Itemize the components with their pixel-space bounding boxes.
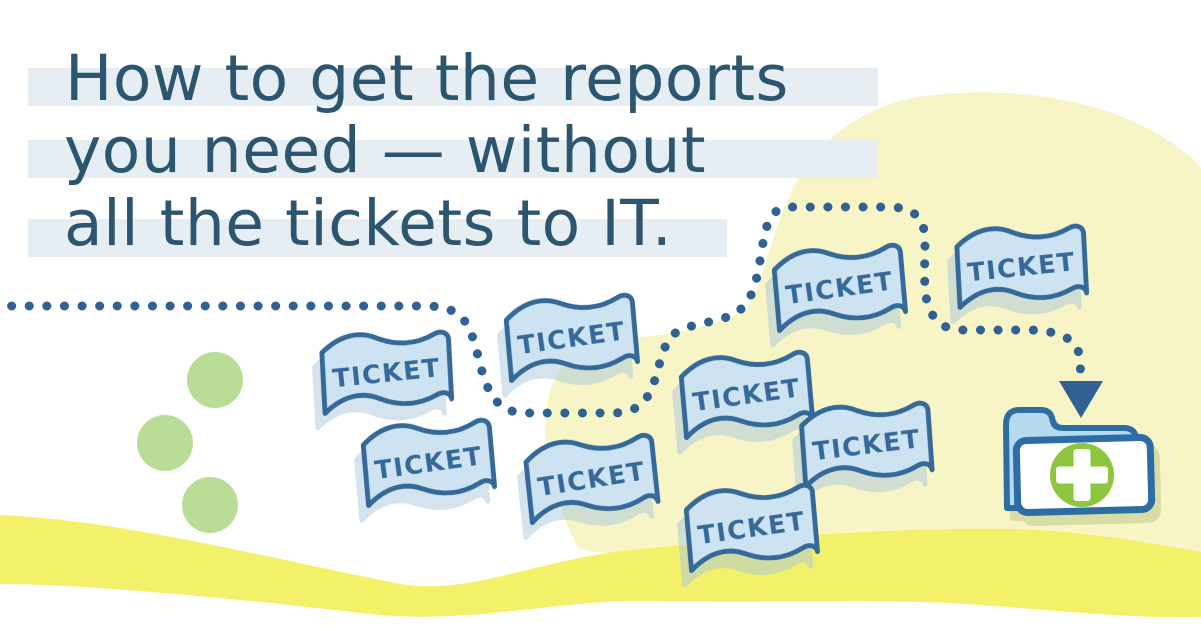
- green-dot: [182, 477, 238, 533]
- headline-highlight-band: [28, 140, 878, 178]
- plus-icon: [1050, 443, 1114, 507]
- ticket-flag-shape: [771, 242, 909, 333]
- headline-highlight-band: [28, 219, 727, 257]
- ticket-flag-shape: [683, 482, 821, 573]
- add-folder-icon: [1003, 407, 1156, 516]
- green-dot: [137, 415, 193, 471]
- ticket: TICKET: [523, 432, 661, 526]
- ticket-flag-shape: [954, 223, 1090, 310]
- headline-line-1: How to get the reports: [65, 42, 789, 115]
- green-dot: [187, 352, 243, 408]
- ticket-flag-shape: [799, 400, 935, 489]
- ticket: TICKET: [954, 223, 1090, 310]
- ticket: TICKET: [360, 417, 498, 508]
- yellow-wave-band: [0, 515, 1201, 618]
- headline-highlight-band: [28, 68, 878, 106]
- ticket: TICKET: [503, 292, 641, 383]
- ticket-flag-shape: [503, 292, 641, 383]
- ticket: TICKET: [683, 482, 821, 573]
- ticket: TICKET: [771, 242, 909, 333]
- ticket-flag-shape: [319, 329, 455, 416]
- ticket-flag-shape: [523, 432, 661, 526]
- ticket: TICKET: [799, 400, 935, 489]
- ticket-flag-shape: [360, 417, 498, 508]
- dotted-flow-path: [0, 202, 1086, 418]
- headline-line-3: all the tickets to IT.: [64, 187, 673, 260]
- headline-line-2: you need — without: [64, 114, 707, 187]
- arrow-down-icon: [1059, 381, 1103, 418]
- ticket: TICKET: [319, 329, 455, 416]
